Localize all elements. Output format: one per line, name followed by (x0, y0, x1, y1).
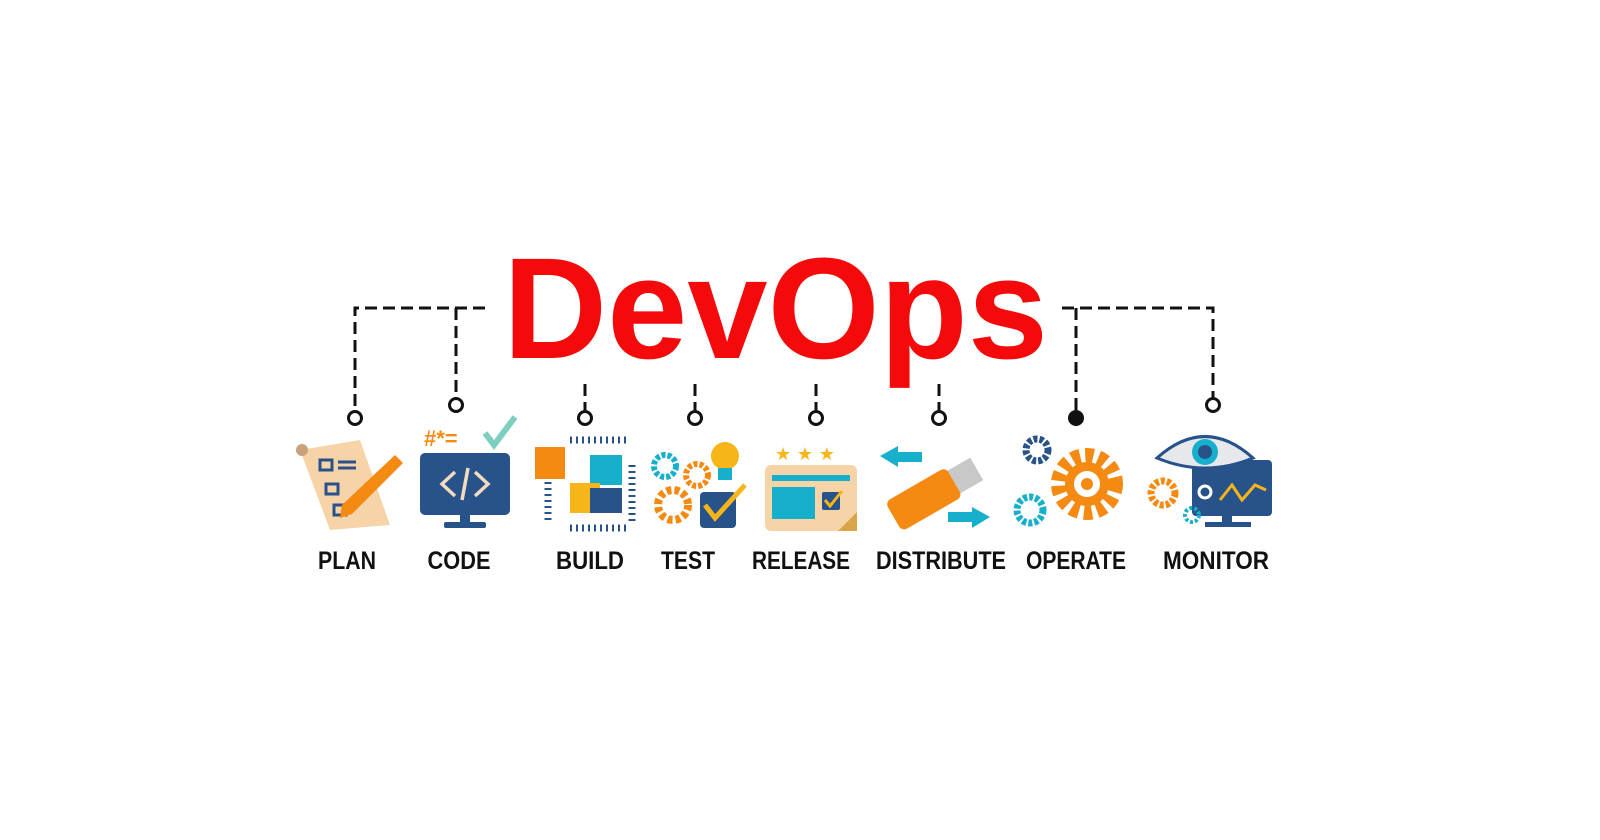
label-release: RELEASE (752, 547, 850, 575)
node-code (448, 397, 464, 413)
puzzle-chip-icon (535, 436, 636, 532)
checklist-pencil-icon (296, 440, 403, 530)
node-operate (1068, 410, 1084, 426)
svg-text:#*=: #*= (424, 426, 458, 451)
gears-icon (1013, 435, 1123, 527)
node-release (808, 410, 824, 426)
node-monitor (1205, 397, 1221, 413)
label-test: TEST (661, 547, 715, 575)
label-build: BUILD (556, 547, 624, 575)
label-monitor: MONITOR (1163, 547, 1269, 575)
devops-title: DevOps (503, 228, 1048, 389)
svg-text:★ ★ ★: ★ ★ ★ (775, 444, 835, 465)
eye-monitor-icon (1147, 435, 1272, 527)
label-distribute: DISTRIBUTE (876, 547, 1006, 575)
usb-drive-arrows-icon (880, 446, 990, 530)
connector-lines (347, 306, 1221, 426)
node-plan (347, 410, 363, 426)
stage-labels: PLAN CODE BUILD TEST RELEASE DISTRIBUTE … (318, 547, 1269, 575)
node-build (577, 410, 593, 426)
browser-stars-check-icon: ★ ★ ★ (765, 444, 857, 531)
label-code: CODE (428, 547, 491, 575)
gears-lightbulb-check-icon (651, 442, 747, 528)
code-monitor-icon: #*= (420, 415, 518, 528)
node-test (687, 410, 703, 426)
label-operate: OPERATE (1026, 547, 1126, 575)
label-plan: PLAN (318, 547, 376, 575)
node-distribute (931, 410, 947, 426)
